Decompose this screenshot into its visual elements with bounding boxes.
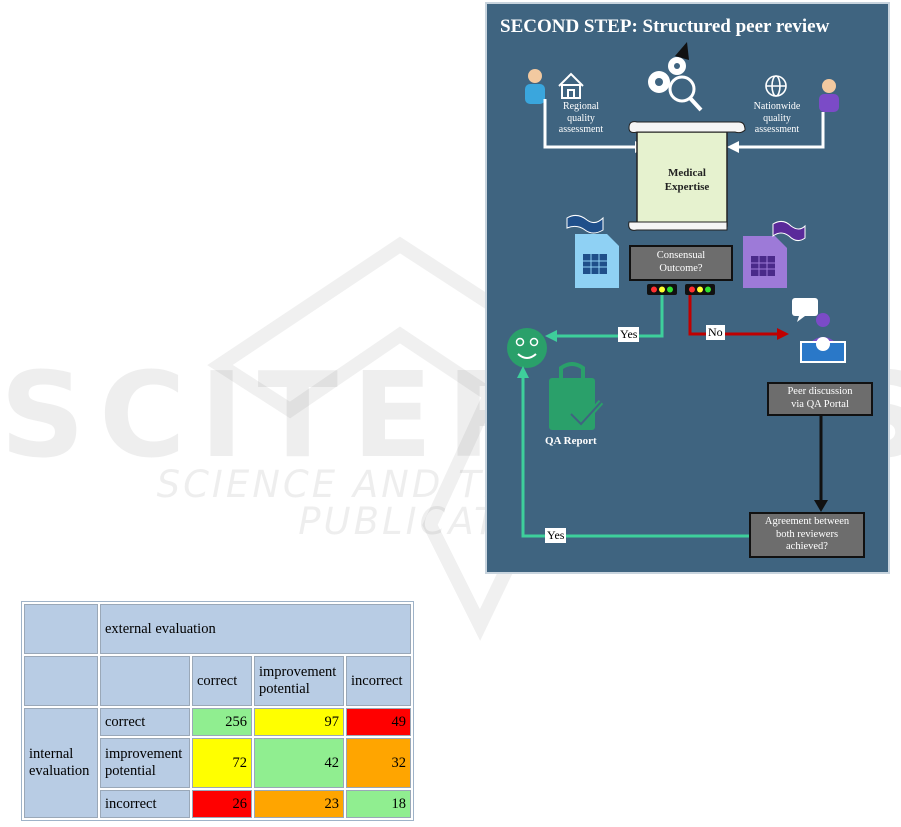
agreement-box: Agreement between both reviewers achieve… <box>749 512 865 558</box>
row-label-correct: correct <box>100 708 190 736</box>
nationwide-line-3: assessment <box>754 124 800 135</box>
cell-incorrect-incorrect: 18 <box>346 790 411 818</box>
cell-correct-incorrect: 49 <box>346 708 411 736</box>
evaluation-table: external evaluation correct improvement … <box>21 601 414 821</box>
reviewer-desk-icon <box>792 298 846 363</box>
agreement-line-1: Agreement between <box>764 516 850 528</box>
col-header-correct: correct <box>192 656 252 706</box>
regional-line-3: assessment <box>558 124 604 135</box>
scroll-icon <box>628 121 746 231</box>
house-icon <box>558 72 584 99</box>
peer-review-flowchart: SECOND STEP: Structured peer review <box>485 2 890 574</box>
cell-correct-correct: 256 <box>192 708 252 736</box>
peer-line-2: via QA Portal <box>791 399 849 410</box>
agreement-line-3: achieved? <box>786 541 828 553</box>
gears-magnifier-icon <box>648 42 703 112</box>
regional-line-1: Regional <box>562 101 600 112</box>
consensual-outcome-box: Consensual Outcome? <box>629 245 733 281</box>
traffic-light-icon <box>647 284 715 295</box>
globe-icon <box>765 75 787 97</box>
cell-improvement-correct: 72 <box>192 738 252 788</box>
blank-cell-2 <box>100 656 190 706</box>
col-header-improvement: improvement potential <box>254 656 344 706</box>
cell-incorrect-correct: 26 <box>192 790 252 818</box>
qa-report-label: QA Report <box>545 435 597 447</box>
corner-cell <box>24 604 98 654</box>
yes-bottom-label: Yes <box>545 528 567 543</box>
regional-line-2: quality <box>567 112 595 124</box>
col-header-incorrect: incorrect <box>346 656 411 706</box>
flowchart-title: SECOND STEP: Structured peer review <box>500 16 830 37</box>
nationwide-quality-label: Nationwide quality assessment <box>745 101 809 136</box>
nationwide-line-1: Nationwide <box>753 101 801 112</box>
spreadsheet-blue-icon <box>566 214 619 288</box>
medical-line-2: Expertise <box>664 180 710 193</box>
cell-improvement-improvement: 42 <box>254 738 344 788</box>
peer-line-1: Peer discussion <box>787 386 853 398</box>
internal-evaluation-label: internal evaluation <box>24 708 98 818</box>
evaluation-table-wrap: external evaluation correct improvement … <box>21 601 414 821</box>
agreement-line-2: both reviewers <box>775 528 839 540</box>
smiley-icon <box>507 328 547 368</box>
no-label: No <box>706 325 725 340</box>
consensual-line-1: Consensual <box>656 250 706 262</box>
medical-line-1: Medical <box>668 167 706 179</box>
cell-correct-improvement: 97 <box>254 708 344 736</box>
flowchart-graphics <box>507 42 846 538</box>
yes-label: Yes <box>618 327 640 342</box>
medical-expertise-label: Medical Expertise <box>637 167 737 195</box>
row-label-improvement: improvement potential <box>100 738 190 788</box>
regional-quality-label: Regional quality assessment <box>553 101 609 136</box>
external-evaluation-header: external evaluation <box>100 604 411 654</box>
person-purple-icon <box>819 79 839 112</box>
watermark-logo-shape <box>207 236 609 641</box>
blank-cell-1 <box>24 656 98 706</box>
nationwide-line-2: quality <box>763 112 791 124</box>
spreadsheet-purple-icon <box>743 220 806 288</box>
person-blue-icon <box>525 69 545 104</box>
peer-discussion-box: Peer discussion via QA Portal <box>767 382 873 416</box>
clipboard-check-icon <box>549 362 604 430</box>
cell-improvement-incorrect: 32 <box>346 738 411 788</box>
row-label-incorrect: incorrect <box>100 790 190 818</box>
cell-incorrect-improvement: 23 <box>254 790 344 818</box>
consensual-line-2: Outcome? <box>659 263 703 274</box>
